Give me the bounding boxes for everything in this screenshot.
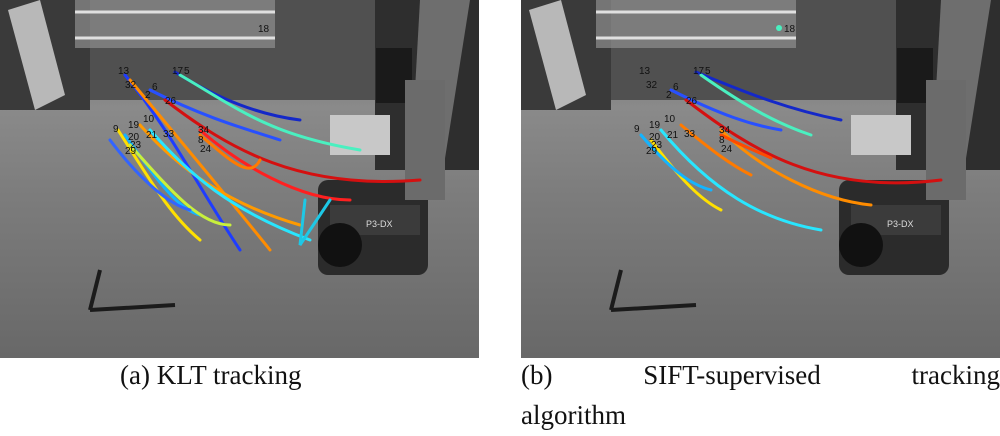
track-label-group-a: 13 17 5 6 26 32 2 9 19 10 20 21 33 34 8 … [113, 24, 270, 157]
track-label: 2 [145, 90, 151, 101]
caption-a-marker: (a) [120, 360, 150, 390]
track-label: 17 [693, 66, 705, 77]
sift-tracking-image: P3-DX 13 17 5 6 26 32 2 9 19 10 [521, 0, 1000, 358]
track-label: 6 [152, 82, 158, 93]
track-label: 24 [200, 144, 212, 155]
robot-label-b: P3-DX [887, 219, 914, 229]
sift-scene: P3-DX 13 17 5 6 26 32 2 9 19 10 [521, 0, 1000, 312]
track-label: 33 [163, 129, 175, 140]
track-label-group-b: 13 17 5 6 26 32 2 9 19 10 20 21 33 34 8 … [634, 24, 796, 157]
caption-b-word: SIFT-supervised [643, 360, 821, 390]
track-label: 32 [125, 80, 137, 91]
track-label: 10 [143, 114, 155, 125]
track-label: 8 [198, 135, 204, 146]
track-label: 6 [673, 82, 679, 93]
track-label: 26 [686, 96, 698, 107]
track-label: 19 [649, 120, 661, 131]
caption-a: (a) KLT tracking [120, 355, 301, 395]
track-label: 29 [646, 146, 658, 157]
robot-label-a: P3-DX [366, 219, 393, 229]
track-label: 33 [684, 129, 696, 140]
track-label: 21 [146, 130, 158, 141]
track-label: 17 [172, 66, 184, 77]
track-label: 5 [705, 66, 711, 77]
track-label: 20 [649, 132, 661, 143]
track-label: 34 [719, 125, 731, 136]
caption-a-text: KLT tracking [156, 360, 302, 390]
track-label: 34 [198, 125, 210, 136]
track-label: 23 [130, 140, 142, 151]
track-label: 29 [125, 146, 137, 157]
caption-b-word: tracking [911, 360, 1000, 390]
track-label: 18 [258, 24, 270, 35]
track-label: 21 [667, 130, 679, 141]
caption-b-tail: algorithm [521, 400, 626, 430]
track-label: 9 [113, 124, 119, 135]
track-label: 26 [165, 96, 177, 107]
track-label: 24 [721, 144, 733, 155]
track-label: 9 [634, 124, 640, 135]
klt-tracking-image: P3-DX 13 17 5 6 26 32 [0, 0, 479, 358]
track-label: 18 [784, 24, 796, 35]
track-label: 20 [128, 132, 140, 143]
track-label: 2 [666, 90, 672, 101]
track-label: 5 [184, 66, 190, 77]
track-label: 19 [128, 120, 140, 131]
caption-b: (b) SIFT-supervised tracking algorithm [521, 355, 1000, 435]
track-label: 32 [646, 80, 658, 91]
track-label: 13 [118, 66, 130, 77]
track-label: 8 [719, 135, 725, 146]
track-label: 10 [664, 114, 676, 125]
track-lines-a [108, 70, 422, 252]
track-label: 23 [651, 140, 663, 151]
caption-b-marker: (b) [521, 360, 553, 390]
klt-scene: P3-DX 13 17 5 6 26 32 [0, 0, 479, 312]
track-label: 13 [639, 66, 651, 77]
track-lines-b [639, 70, 943, 232]
